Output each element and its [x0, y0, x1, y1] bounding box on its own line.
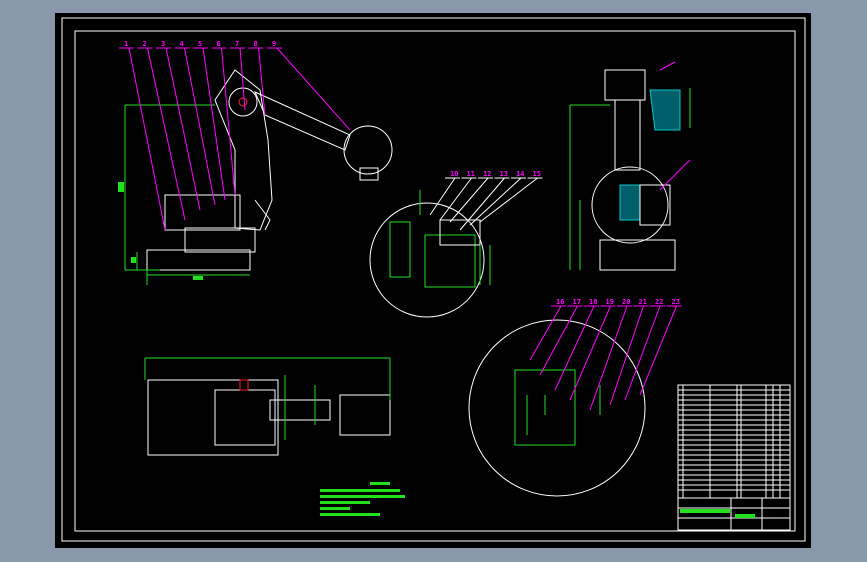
balloon-22: 22	[624, 298, 665, 401]
title-block	[677, 384, 791, 531]
balloon-3: 3	[156, 40, 201, 211]
main-view-dimensions	[118, 104, 250, 285]
leader-balloons-detail-b: 16 17 18 19 20 21 22 23	[529, 298, 682, 411]
balloon-17: 17	[539, 298, 583, 376]
robot-front-view	[569, 61, 691, 271]
balloon-12: 12	[449, 170, 493, 223]
outer-frame	[61, 17, 806, 542]
balloon-label: 4	[180, 40, 184, 48]
balloon-23: 23	[639, 298, 682, 396]
title-block-green-text	[735, 514, 755, 518]
balloon-6: 6	[211, 40, 236, 196]
balloon-label: 10	[450, 170, 458, 178]
balloon-label: 12	[483, 170, 491, 178]
balloon-label: 8	[254, 40, 258, 48]
title-block-green-text	[680, 509, 730, 513]
balloon-label: 13	[500, 170, 508, 178]
balloon-14: 14	[469, 170, 526, 226]
balloon-11: 11	[439, 170, 477, 221]
balloon-label: 20	[622, 298, 630, 306]
balloon-label: 3	[161, 40, 165, 48]
balloon-10: 10	[429, 170, 460, 216]
inner-frame	[74, 30, 796, 532]
balloon-18: 18	[554, 298, 599, 391]
balloon-label: 17	[573, 298, 581, 306]
balloon-label: 19	[606, 298, 614, 306]
balloon-label: 11	[467, 170, 475, 178]
balloon-20: 20	[589, 298, 632, 411]
balloon-7: 7	[230, 40, 246, 111]
balloon-15: 15	[479, 170, 543, 223]
balloon-label: 6	[217, 40, 221, 48]
technical-requirements-notes	[320, 482, 405, 516]
balloon-label: 21	[639, 298, 647, 306]
balloon-label: 2	[143, 40, 147, 48]
balloon-label: 9	[272, 40, 276, 48]
robot-top-view	[144, 357, 391, 456]
leader-balloons-main: 1 2 3 4 5 6 7 8 9	[119, 40, 351, 231]
balloon-label: 18	[589, 298, 597, 306]
balloon-16: 16	[529, 298, 566, 361]
balloon-label: 5	[198, 40, 202, 48]
balloon-2: 2	[137, 40, 186, 221]
balloon-5: 5	[193, 40, 226, 201]
balloon-label: 22	[655, 298, 663, 306]
balloon-19: 19	[569, 298, 616, 401]
balloon-label: 23	[672, 298, 680, 306]
robot-side-view	[146, 69, 393, 271]
balloon-label: 15	[533, 170, 541, 178]
balloon-label: 14	[516, 170, 524, 178]
balloon-label: 7	[235, 40, 239, 48]
detail-view-b	[468, 319, 646, 497]
balloon-21: 21	[609, 298, 649, 406]
leader-balloons-detail-a: 10 11 12 13 14 15	[429, 170, 543, 231]
balloon-label: 1	[124, 40, 128, 48]
balloon-4: 4	[174, 40, 216, 206]
detail-view-a	[369, 190, 491, 318]
balloon-label: 16	[556, 298, 564, 306]
balloon-13: 13	[459, 170, 510, 231]
balloon-8: 8	[248, 40, 266, 116]
balloon-9: 9	[267, 40, 351, 131]
balloon-1: 1	[119, 40, 166, 231]
